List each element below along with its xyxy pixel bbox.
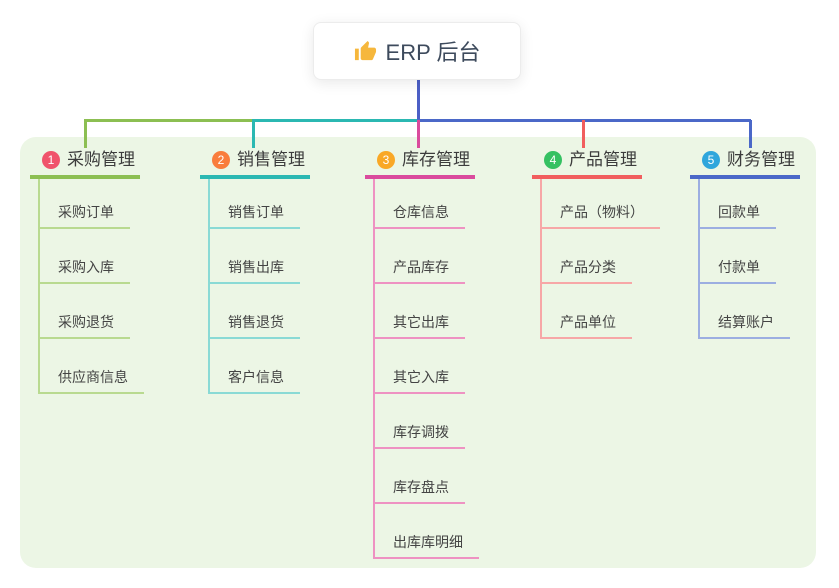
branch-label: 财务管理 bbox=[727, 150, 795, 169]
child-label: 库存调拨 bbox=[375, 423, 465, 449]
child-label: 库存盘点 bbox=[375, 478, 465, 504]
bus-line bbox=[252, 119, 418, 122]
child-label: 产品分类 bbox=[542, 258, 632, 284]
child-node[interactable]: 付款单 bbox=[700, 229, 790, 284]
child-label: 客户信息 bbox=[210, 368, 300, 394]
child-label: 结算账户 bbox=[700, 313, 790, 339]
child-node[interactable]: 其它出库 bbox=[375, 284, 479, 339]
child-node[interactable]: 销售出库 bbox=[210, 229, 300, 284]
branch-label: 库存管理 bbox=[402, 150, 470, 169]
root-node[interactable]: ERP 后台 bbox=[313, 22, 521, 80]
branch-children: 产品（物料） 产品分类 产品单位 bbox=[540, 179, 660, 339]
child-node[interactable]: 销售订单 bbox=[210, 179, 300, 229]
branch-index-badge: 2 bbox=[212, 151, 230, 169]
child-node[interactable]: 采购订单 bbox=[40, 179, 144, 229]
branch-drop-line bbox=[252, 120, 255, 148]
branches-panel bbox=[20, 137, 816, 568]
child-label: 仓库信息 bbox=[375, 203, 465, 229]
child-node[interactable]: 回款单 bbox=[700, 179, 790, 229]
branch-label: 销售管理 bbox=[237, 150, 305, 169]
branch-index-badge: 4 bbox=[544, 151, 562, 169]
child-label: 销售退货 bbox=[210, 313, 300, 339]
branch-drop-line bbox=[84, 120, 87, 148]
root-label: ERP 后台 bbox=[385, 40, 481, 65]
child-label: 其它出库 bbox=[375, 313, 465, 339]
child-label: 产品单位 bbox=[542, 313, 632, 339]
child-node[interactable]: 结算账户 bbox=[700, 284, 790, 339]
child-node[interactable]: 产品单位 bbox=[542, 284, 660, 339]
branch-header[interactable]: 5 财务管理 bbox=[690, 147, 800, 179]
branch-index-badge: 1 bbox=[42, 151, 60, 169]
child-node[interactable]: 销售退货 bbox=[210, 284, 300, 339]
child-label: 采购退货 bbox=[40, 313, 130, 339]
branch-2: 2 销售管理 销售订单 销售出库 销售退货 客户信息 bbox=[200, 147, 310, 394]
child-node[interactable]: 仓库信息 bbox=[375, 179, 479, 229]
child-node[interactable]: 产品（物料） bbox=[542, 179, 660, 229]
child-node[interactable]: 产品分类 bbox=[542, 229, 660, 284]
branch-index-badge: 3 bbox=[377, 151, 395, 169]
child-label: 销售订单 bbox=[210, 203, 300, 229]
child-node[interactable]: 客户信息 bbox=[210, 339, 300, 394]
branch-header[interactable]: 2 销售管理 bbox=[200, 147, 310, 179]
child-label: 其它入库 bbox=[375, 368, 465, 394]
child-label: 出库库明细 bbox=[375, 533, 479, 559]
branch-children: 仓库信息 产品库存 其它出库 其它入库 库存调拨 库存盘点 出库库明细 bbox=[373, 179, 479, 559]
bus-line bbox=[84, 119, 253, 122]
branch-1: 1 采购管理 采购订单 采购入库 采购退货 供应商信息 bbox=[30, 147, 144, 394]
child-label: 采购订单 bbox=[40, 203, 130, 229]
child-node[interactable]: 供应商信息 bbox=[40, 339, 144, 394]
thumbs-up-icon bbox=[354, 40, 376, 60]
branch-header[interactable]: 3 库存管理 bbox=[365, 147, 475, 179]
branch-header[interactable]: 4 产品管理 bbox=[532, 147, 642, 179]
child-node[interactable]: 其它入库 bbox=[375, 339, 479, 394]
branch-index-badge: 5 bbox=[702, 151, 720, 169]
child-node[interactable]: 采购入库 bbox=[40, 229, 144, 284]
branch-children: 回款单 付款单 结算账户 bbox=[698, 179, 790, 339]
child-label: 供应商信息 bbox=[40, 368, 144, 394]
branch-3: 3 库存管理 仓库信息 产品库存 其它出库 其它入库 库存调拨 库存盘点 出库库… bbox=[365, 147, 479, 559]
root-connector-line bbox=[417, 78, 420, 120]
branch-5: 5 财务管理 回款单 付款单 结算账户 bbox=[690, 147, 800, 339]
branch-drop-line bbox=[582, 120, 585, 148]
branch-header[interactable]: 1 采购管理 bbox=[30, 147, 140, 179]
child-node[interactable]: 库存盘点 bbox=[375, 449, 479, 504]
branch-drop-line bbox=[417, 120, 420, 148]
child-label: 采购入库 bbox=[40, 258, 130, 284]
branch-children: 销售订单 销售出库 销售退货 客户信息 bbox=[208, 179, 300, 394]
branch-label: 采购管理 bbox=[67, 150, 135, 169]
child-node[interactable]: 产品库存 bbox=[375, 229, 479, 284]
branch-4: 4 产品管理 产品（物料） 产品分类 产品单位 bbox=[532, 147, 660, 339]
branch-children: 采购订单 采购入库 采购退货 供应商信息 bbox=[38, 179, 144, 394]
child-node[interactable]: 出库库明细 bbox=[375, 504, 479, 559]
child-label: 产品（物料） bbox=[542, 203, 660, 229]
child-label: 产品库存 bbox=[375, 258, 465, 284]
child-label: 付款单 bbox=[700, 258, 776, 284]
branch-drop-line bbox=[749, 120, 752, 148]
child-label: 销售出库 bbox=[210, 258, 300, 284]
child-node[interactable]: 采购退货 bbox=[40, 284, 144, 339]
child-node[interactable]: 库存调拨 bbox=[375, 394, 479, 449]
branch-label: 产品管理 bbox=[569, 150, 637, 169]
child-label: 回款单 bbox=[700, 203, 776, 229]
